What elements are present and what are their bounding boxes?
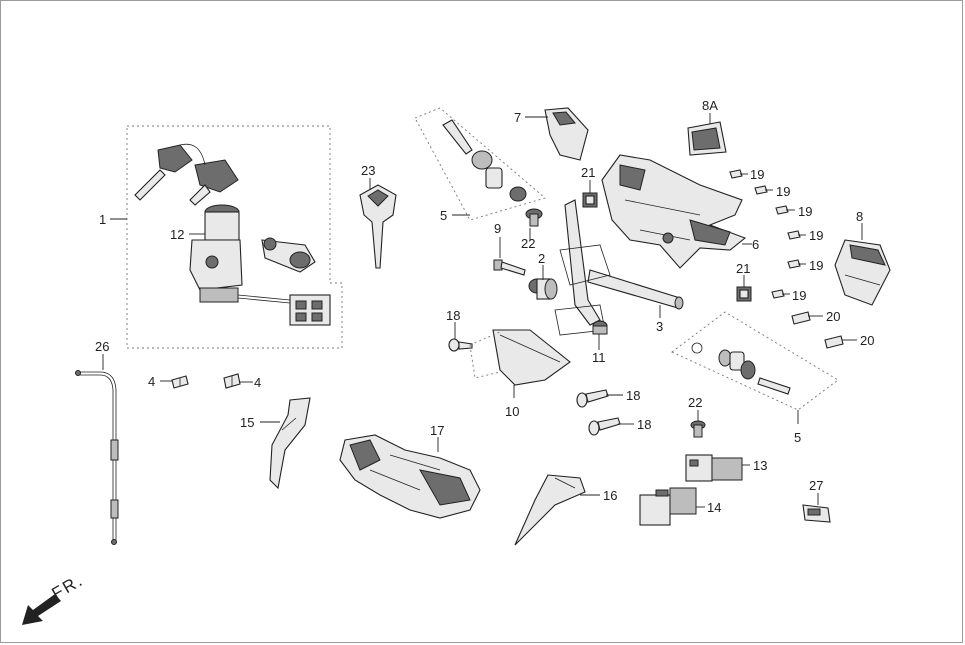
callout-7: 7: [514, 110, 521, 125]
connector-14: [639, 487, 697, 526]
callout-15: 15: [240, 415, 254, 430]
front-inner-cover-17: [339, 434, 481, 519]
callout-18-low: 18: [637, 417, 651, 432]
callout-22-upper: 22: [521, 236, 535, 251]
nut-22-lower: [690, 420, 706, 438]
screws-20: [791, 311, 844, 349]
screw-18-left: [448, 338, 473, 352]
callout-21-upper: 21: [581, 165, 595, 180]
callout-12: 12: [170, 227, 184, 242]
side-cover-15: [269, 397, 311, 490]
callout-1: 1: [99, 212, 106, 227]
callout-14: 14: [707, 500, 721, 515]
callout-23: 23: [361, 163, 375, 178]
ignition-switch-group: [126, 125, 343, 349]
bolt-9: [493, 259, 526, 276]
callout-5-lower: 5: [794, 430, 801, 445]
callout-21-lower: 21: [736, 261, 750, 276]
collar-11: [592, 320, 608, 335]
ignition-switch-body: [189, 204, 331, 326]
callout-18-left: 18: [446, 308, 460, 323]
callout-26: 26: [95, 339, 109, 354]
bush-2: [528, 278, 558, 300]
cover-10: [469, 329, 571, 386]
callout-19-c: 19: [798, 204, 812, 219]
callout-22-lower: 22: [688, 395, 702, 410]
callout-19-a: 19: [750, 167, 764, 182]
clip-21-upper: [582, 192, 598, 208]
cover-8: [834, 239, 891, 306]
callout-4-left: 4: [148, 374, 155, 389]
callout-5-upper: 5: [440, 208, 447, 223]
clip-21-lower: [736, 286, 752, 302]
callout-8: 8: [856, 209, 863, 224]
callout-8A: 8A: [702, 98, 718, 113]
nut-22-upper: [525, 208, 543, 227]
callout-19-e: 19: [809, 258, 823, 273]
handlebar-weight-set-lower: [671, 311, 839, 411]
key-blank: [359, 184, 397, 269]
callout-20-a: 20: [826, 309, 840, 324]
throttle-cable: [75, 370, 119, 545]
callout-18-mid: 18: [626, 388, 640, 403]
handle-cover-6: [601, 154, 747, 269]
cover-7: [544, 107, 589, 161]
cover-8A: [687, 121, 727, 156]
callout-10: 10: [505, 404, 519, 419]
callout-4-right: 4: [254, 375, 261, 390]
callout-9: 9: [494, 221, 501, 236]
clip-27: [802, 504, 831, 523]
callout-11: 11: [592, 350, 606, 365]
callout-19-f: 19: [792, 288, 806, 303]
handlebar-3: [554, 199, 684, 336]
callout-3: 3: [656, 319, 663, 334]
screw-4-left: [171, 375, 189, 389]
callout-19-b: 19: [776, 184, 790, 199]
cover-16: [514, 474, 586, 546]
front-direction-label: FR.: [49, 570, 87, 603]
callout-19-d: 19: [809, 228, 823, 243]
handlebar-weight-set-upper: [414, 107, 546, 221]
callout-17: 17: [430, 423, 444, 438]
screws-19: [729, 169, 801, 299]
callout-13: 13: [753, 458, 767, 473]
callout-2: 2: [538, 251, 545, 266]
callout-20-b: 20: [860, 333, 874, 348]
front-direction-arrow: [22, 594, 61, 625]
callout-6: 6: [752, 237, 759, 252]
screw-4-right: [223, 373, 241, 389]
screw-18-mid: [576, 389, 609, 408]
callout-27: 27: [809, 478, 823, 493]
callout-16: 16: [603, 488, 617, 503]
connector-13: [685, 454, 743, 482]
ignition-keys: [134, 143, 239, 206]
screw-18-low: [588, 417, 621, 436]
lock-cylinder: [261, 237, 316, 273]
